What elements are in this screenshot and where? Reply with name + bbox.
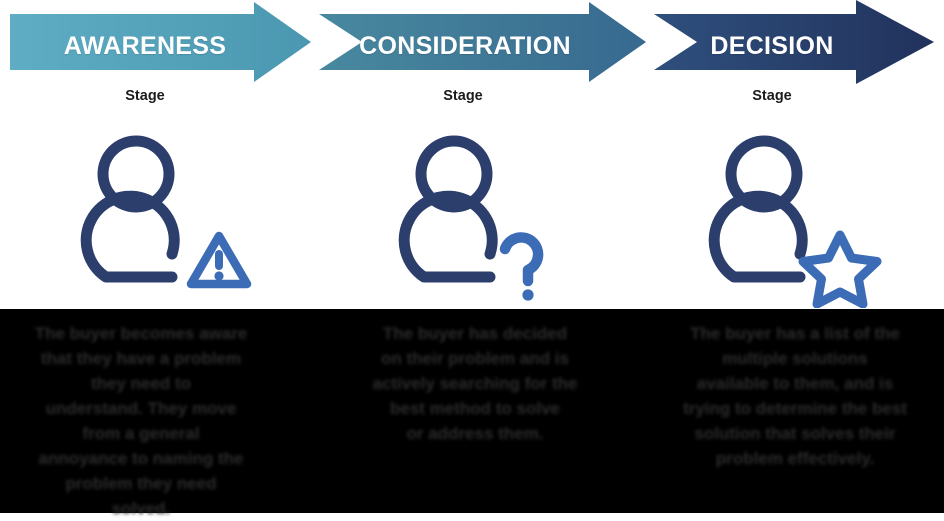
persona-icon-row xyxy=(0,132,944,309)
description-panel: The buyer becomes aware that they have a… xyxy=(0,309,944,518)
person-warning-icon xyxy=(80,135,252,289)
description-line: The buyer becomes aware xyxy=(34,324,248,343)
arrow-label-awareness: AWARENESS xyxy=(63,32,227,60)
description-line: that they have a problem xyxy=(40,349,242,368)
description-awareness: The buyer becomes aware that they have a… xyxy=(8,321,274,521)
person-question-icon xyxy=(398,135,544,301)
arrow-segment-awareness[interactable] xyxy=(10,2,311,82)
stage-arrow-band: AWARENESS CONSIDERATION DECISION xyxy=(0,0,944,84)
description-line: they need to xyxy=(90,374,192,393)
description-line: actively searching for the xyxy=(372,374,578,393)
description-line: on their problem and is xyxy=(381,349,569,368)
persona-consideration xyxy=(378,132,578,308)
description-line: understand. They move xyxy=(45,399,237,418)
arrow-label-consideration: CONSIDERATION xyxy=(359,32,571,60)
description-consideration: The buyer has decided on their problem a… xyxy=(330,321,620,446)
arrow-label-decision: DECISION xyxy=(710,32,834,60)
description-line: trying to determine the best xyxy=(683,399,907,418)
description-line: available to them, and is xyxy=(696,374,894,393)
stage-arrows-graphic xyxy=(10,0,934,84)
stage-caption-consideration: Stage xyxy=(443,88,483,104)
description-line: problem they need xyxy=(65,474,217,493)
description-line: annoyance to naming the xyxy=(38,449,244,468)
stage-caption-awareness: Stage xyxy=(125,88,165,104)
description-line: The buyer has a list of the xyxy=(690,324,900,343)
description-line: from a general xyxy=(82,424,200,443)
persona-decision xyxy=(688,132,888,309)
description-decision: The buyer has a list of the multiple sol… xyxy=(650,321,940,471)
description-line: multiple solutions xyxy=(722,349,868,368)
description-line: best method to solve xyxy=(389,399,561,418)
persona-awareness xyxy=(60,132,260,308)
description-line: or address them. xyxy=(406,424,544,443)
arrow-segment-consideration[interactable] xyxy=(319,2,646,82)
stage-caption-decision: Stage xyxy=(752,88,792,104)
person-star-icon xyxy=(708,135,882,309)
description-line: The buyer has decided xyxy=(382,324,568,343)
description-line: problem effectively. xyxy=(715,449,875,468)
description-line: solution that solves their xyxy=(694,424,896,443)
description-line: solved. xyxy=(111,499,171,518)
arrow-segment-decision[interactable] xyxy=(654,0,934,84)
